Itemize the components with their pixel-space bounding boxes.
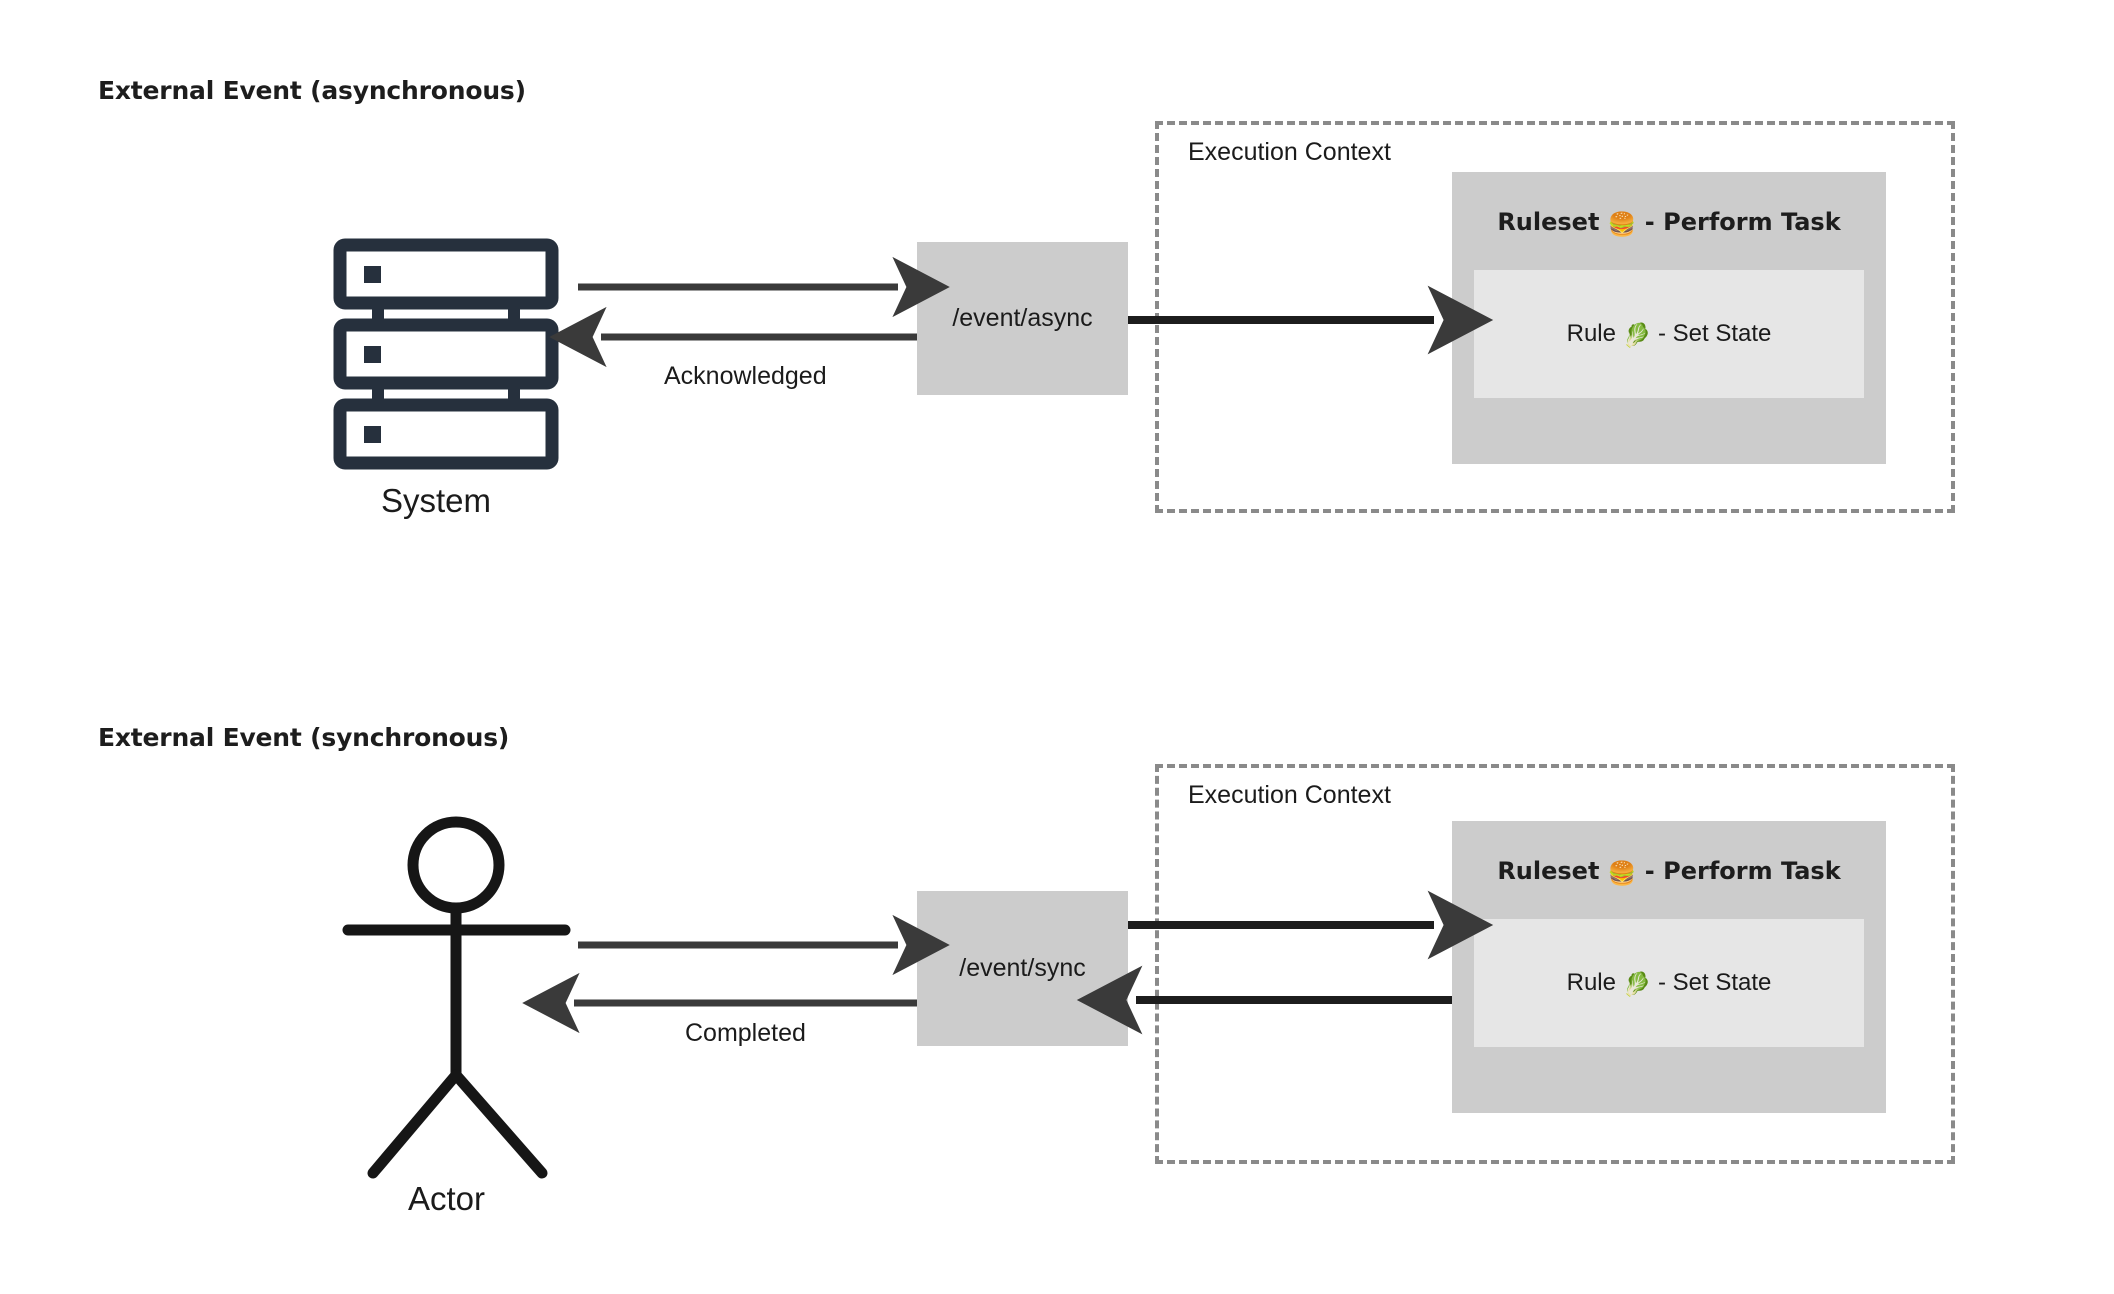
ruleset-title-prefix: Ruleset	[1497, 208, 1608, 236]
execution-context-frame-synchronous	[1155, 764, 1955, 1164]
stick-figure-icon	[342, 816, 571, 1179]
rule-title-asynchronous: Rule 🥬 - Set State	[1567, 320, 1772, 349]
connector-label-acknowledged: Acknowledged	[664, 362, 827, 390]
hamburger-icon: 🍔	[1607, 861, 1637, 887]
ruleset-box-synchronous: Ruleset 🍔 - Perform Task Rule 🥬 - Set St…	[1452, 821, 1886, 1113]
section-heading-asynchronous: External Event (asynchronous)	[98, 76, 526, 105]
figure-caption-system: System	[381, 482, 492, 519]
rule-box-asynchronous: Rule 🥬 - Set State	[1474, 270, 1864, 398]
leafy-green-icon: 🥬	[1622, 971, 1652, 998]
figure-caption-actor: Actor	[408, 1180, 486, 1217]
connector-label-completed: Completed	[685, 1019, 806, 1047]
rule-box-synchronous: Rule 🥬 - Set State	[1474, 919, 1864, 1047]
endpoint-box-event-sync: /event/sync	[917, 891, 1128, 1046]
ruleset-title-suffix: - Perform Task	[1636, 857, 1841, 885]
rule-title-synchronous: Rule 🥬 - Set State	[1567, 969, 1772, 998]
ruleset-title-prefix: Ruleset	[1497, 857, 1608, 885]
ruleset-box-asynchronous: Ruleset 🍔 - Perform Task Rule 🥬 - Set St…	[1452, 172, 1886, 464]
ruleset-title-synchronous: Ruleset 🍔 - Perform Task	[1452, 857, 1886, 887]
rule-title-prefix: Rule	[1566, 968, 1623, 996]
hamburger-icon: 🍔	[1607, 212, 1637, 238]
execution-context-label-asynchronous: Execution Context	[1178, 136, 1397, 169]
ruleset-title-asynchronous: Ruleset 🍔 - Perform Task	[1452, 208, 1886, 238]
endpoint-box-event-async: /event/async	[917, 242, 1128, 395]
server-rack-icon	[333, 238, 559, 470]
rule-title-suffix: - Set State	[1651, 319, 1772, 347]
server-led-indicators	[364, 266, 381, 443]
execution-context-label-synchronous: Execution Context	[1178, 779, 1397, 812]
leafy-green-icon: 🥬	[1622, 322, 1652, 349]
rule-title-suffix: - Set State	[1651, 968, 1772, 996]
rule-title-prefix: Rule	[1566, 319, 1623, 347]
ruleset-title-suffix: - Perform Task	[1636, 208, 1841, 236]
section-heading-synchronous: External Event (synchronous)	[98, 723, 510, 752]
